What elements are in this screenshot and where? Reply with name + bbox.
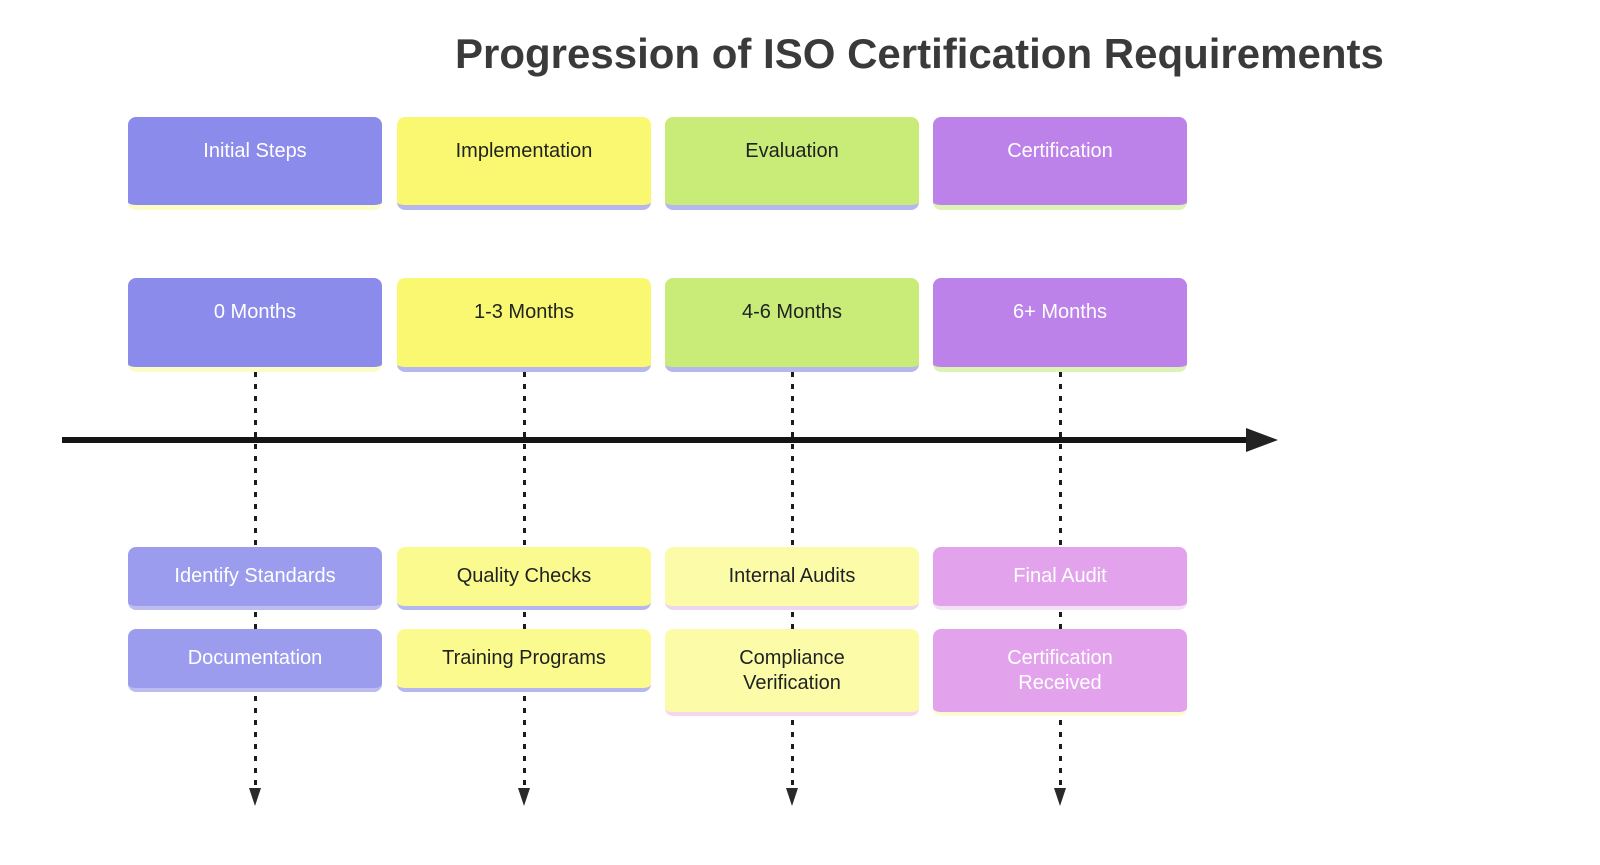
section-header-box: Evaluation [665, 117, 919, 210]
task-box: Internal Audits [665, 547, 919, 610]
period-box: 4-6 Months [665, 278, 919, 372]
connector-arrowhead-icon-3 [786, 788, 798, 806]
timeline-axis-arrowhead-icon [1246, 428, 1278, 452]
task-box: Documentation [128, 629, 382, 692]
timeline-axis-line [62, 437, 1248, 443]
connector-arrowhead-icon-2 [518, 788, 530, 806]
task-box: Compliance Verification [665, 629, 919, 716]
task-box: Certification Received [933, 629, 1187, 716]
period-box: 1-3 Months [397, 278, 651, 372]
period-box: 0 Months [128, 278, 382, 372]
section-header-box: Implementation [397, 117, 651, 210]
task-box: Training Programs [397, 629, 651, 692]
diagram-title: Progression of ISO Certification Require… [455, 30, 1384, 77]
section-header-box: Initial Steps [128, 117, 382, 210]
connector-arrowhead-icon-4 [1054, 788, 1066, 806]
connector-arrowhead-icon-1 [249, 788, 261, 806]
section-header-box: Certification [933, 117, 1187, 210]
task-box: Quality Checks [397, 547, 651, 610]
task-box: Final Audit [933, 547, 1187, 610]
period-box: 6+ Months [933, 278, 1187, 372]
task-box: Identify Standards [128, 547, 382, 610]
